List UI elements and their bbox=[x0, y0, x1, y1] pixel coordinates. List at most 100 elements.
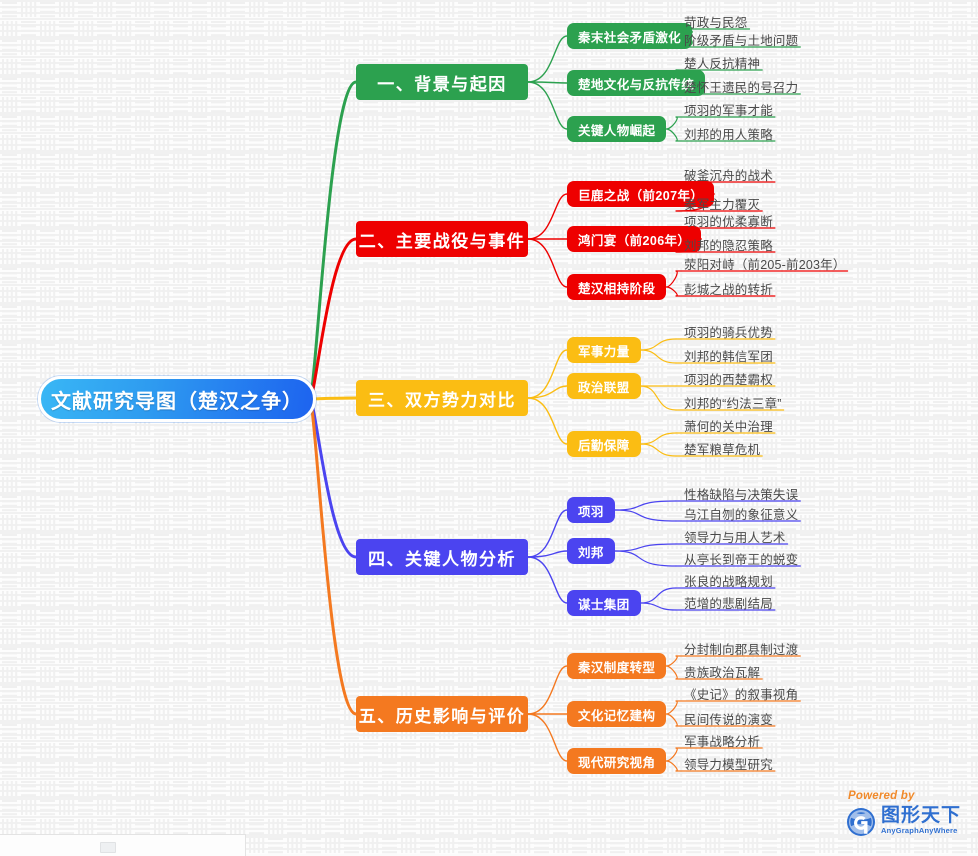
leaf-node-label: 楚怀王遗民的号召力 bbox=[684, 77, 798, 96]
leaf-node-3-1-2[interactable]: 刘邦的韩信军团 bbox=[684, 346, 773, 364]
leaf-node-4-2-2[interactable]: 从亭长到帝王的蜕变 bbox=[684, 549, 798, 567]
leaf-node-3-2-1[interactable]: 项羽的西楚霸权 bbox=[684, 369, 773, 387]
leaf-node-label: 萧何的关中治理 bbox=[684, 416, 773, 435]
root-node-label: 文献研究导图（楚汉之争） bbox=[51, 385, 303, 414]
leaf-node-4-2-1[interactable]: 领导力与用人艺术 bbox=[684, 527, 786, 545]
leaf-node-5-2-2[interactable]: 民间传说的演变 bbox=[684, 709, 773, 727]
leaf-node-5-1-2[interactable]: 贵族政治瓦解 bbox=[684, 662, 760, 680]
leaf-node-label: 楚军粮草危机 bbox=[684, 439, 760, 458]
leaf-node-1-1-1[interactable]: 苛政与民怨 bbox=[684, 12, 748, 30]
leaf-node-4-1-1[interactable]: 性格缺陷与决策失误 bbox=[684, 484, 798, 502]
subtopic-node-label: 谋士集团 bbox=[578, 594, 630, 613]
leaf-node-5-3-2[interactable]: 领导力模型研究 bbox=[684, 754, 773, 772]
leaf-node-label: 项羽的骑兵优势 bbox=[684, 322, 773, 341]
leaf-node-label: 破釜沉舟的战术 bbox=[684, 165, 773, 184]
leaf-node-label: 彭城之战的转折 bbox=[684, 279, 773, 298]
leaf-node-label: 贵族政治瓦解 bbox=[684, 662, 760, 681]
leaf-node-label: 项羽的西楚霸权 bbox=[684, 369, 773, 388]
leaf-node-3-3-1[interactable]: 萧何的关中治理 bbox=[684, 416, 773, 434]
subtopic-node-label: 刘邦 bbox=[578, 542, 604, 561]
leaf-node-1-3-1[interactable]: 项羽的军事才能 bbox=[684, 100, 773, 118]
subtopic-node-label: 楚地文化与反抗传统 bbox=[578, 74, 694, 93]
branch-node-label: 二、主要战役与事件 bbox=[359, 227, 526, 252]
leaf-node-1-3-2[interactable]: 刘邦的用人策略 bbox=[684, 124, 773, 142]
leaf-node-5-3-1[interactable]: 军事战略分析 bbox=[684, 731, 760, 749]
subtopic-node-3-3[interactable]: 后勤保障 bbox=[567, 431, 641, 457]
leaf-node-label: 乌江自刎的象征意义 bbox=[684, 504, 798, 523]
watermark-brand-en: AnyGraphAnyWhere bbox=[881, 826, 961, 835]
leaf-node-label: 张良的战略规划 bbox=[684, 571, 773, 590]
leaf-node-2-1-1[interactable]: 破釜沉舟的战术 bbox=[684, 165, 773, 183]
leaf-node-3-2-2[interactable]: 刘邦的“约法三章” bbox=[684, 393, 782, 411]
bottom-left-panel[interactable] bbox=[0, 834, 246, 856]
subtopic-node-label: 文化记忆建构 bbox=[578, 705, 655, 724]
subtopic-node-5-1[interactable]: 秦汉制度转型 bbox=[567, 653, 666, 679]
subtopic-node-3-1[interactable]: 军事力量 bbox=[567, 337, 641, 363]
subtopic-node-2-3[interactable]: 楚汉相持阶段 bbox=[567, 274, 666, 300]
leaf-node-5-2-1[interactable]: 《史记》的叙事视角 bbox=[684, 684, 798, 702]
bottom-left-panel-chip[interactable] bbox=[100, 842, 116, 853]
leaf-node-2-3-1[interactable]: 荥阳对峙（前205-前203年） bbox=[684, 254, 846, 272]
leaf-node-label: 范增的悲剧结局 bbox=[684, 593, 773, 612]
watermark-brand: 图形天下 AnyGraphAnyWhere bbox=[881, 805, 961, 835]
watermark: Powered by 图形天下 AnyGraphAnyWhere bbox=[845, 790, 971, 846]
subtopic-node-4-2[interactable]: 刘邦 bbox=[567, 538, 615, 564]
subtopic-node-label: 政治联盟 bbox=[578, 377, 630, 396]
subtopic-node-4-3[interactable]: 谋士集团 bbox=[567, 590, 641, 616]
leaf-node-1-1-2[interactable]: 阶级矛盾与土地问题 bbox=[684, 30, 798, 48]
leaf-node-2-3-2[interactable]: 彭城之战的转折 bbox=[684, 279, 773, 297]
branch-node-1[interactable]: 一、背景与起因 bbox=[356, 64, 528, 100]
leaf-node-label: 分封制向郡县制过渡 bbox=[684, 639, 798, 658]
leaf-node-label: 阶级矛盾与土地问题 bbox=[684, 30, 798, 49]
subtopic-node-label: 秦末社会矛盾激化 bbox=[578, 27, 681, 46]
leaf-node-label: 性格缺陷与决策失误 bbox=[684, 484, 798, 503]
leaf-node-4-1-2[interactable]: 乌江自刎的象征意义 bbox=[684, 504, 798, 522]
subtopic-node-label: 现代研究视角 bbox=[578, 752, 655, 771]
leaf-node-5-1-1[interactable]: 分封制向郡县制过渡 bbox=[684, 639, 798, 657]
leaf-node-label: 刘邦的隐忍策略 bbox=[684, 235, 773, 254]
leaf-node-2-1-2[interactable]: 秦军主力覆灭 bbox=[684, 194, 760, 212]
leaf-node-label: 从亭长到帝王的蜕变 bbox=[684, 549, 798, 568]
leaf-node-label: 《史记》的叙事视角 bbox=[684, 684, 798, 703]
subtopic-node-label: 关键人物崛起 bbox=[578, 120, 655, 139]
subtopic-node-1-1[interactable]: 秦末社会矛盾激化 bbox=[567, 23, 692, 49]
leaf-node-4-3-1[interactable]: 张良的战略规划 bbox=[684, 571, 773, 589]
subtopic-node-3-2[interactable]: 政治联盟 bbox=[567, 373, 641, 399]
leaf-node-label: 刘邦的韩信军团 bbox=[684, 346, 773, 365]
leaf-node-label: 军事战略分析 bbox=[684, 731, 760, 750]
leaf-node-label: 项羽的优柔寡断 bbox=[684, 211, 773, 230]
branch-node-label: 三、双方势力对比 bbox=[368, 386, 516, 411]
subtopic-node-1-3[interactable]: 关键人物崛起 bbox=[567, 116, 666, 142]
branch-node-label: 五、历史影响与评价 bbox=[359, 702, 526, 727]
leaf-node-1-2-2[interactable]: 楚怀王遗民的号召力 bbox=[684, 77, 798, 95]
subtopic-node-label: 项羽 bbox=[578, 501, 604, 520]
branch-node-2[interactable]: 二、主要战役与事件 bbox=[356, 221, 528, 257]
leaf-node-1-2-1[interactable]: 楚人反抗精神 bbox=[684, 53, 760, 71]
leaf-node-label: 项羽的军事才能 bbox=[684, 100, 773, 119]
leaf-node-label: 领导力与用人艺术 bbox=[684, 527, 786, 546]
branch-node-label: 四、关键人物分析 bbox=[368, 545, 516, 570]
subtopic-node-5-3[interactable]: 现代研究视角 bbox=[567, 748, 666, 774]
leaf-node-label: 楚人反抗精神 bbox=[684, 53, 760, 72]
watermark-brand-cn: 图形天下 bbox=[881, 805, 961, 826]
leaf-node-3-1-1[interactable]: 项羽的骑兵优势 bbox=[684, 322, 773, 340]
leaf-node-2-2-1[interactable]: 项羽的优柔寡断 bbox=[684, 211, 773, 229]
subtopic-node-5-2[interactable]: 文化记忆建构 bbox=[567, 701, 666, 727]
leaf-node-4-3-2[interactable]: 范增的悲剧结局 bbox=[684, 593, 773, 611]
leaf-node-label: 领导力模型研究 bbox=[684, 754, 773, 773]
branch-node-4[interactable]: 四、关键人物分析 bbox=[356, 539, 528, 575]
leaf-node-label: 荥阳对峙（前205-前203年） bbox=[684, 254, 846, 273]
subtopic-node-4-1[interactable]: 项羽 bbox=[567, 497, 615, 523]
leaf-node-label: 民间传说的演变 bbox=[684, 709, 773, 728]
leaf-node-2-2-2[interactable]: 刘邦的隐忍策略 bbox=[684, 235, 773, 253]
subtopic-node-label: 鸿门宴（前206年） bbox=[578, 230, 690, 249]
branch-node-3[interactable]: 三、双方势力对比 bbox=[356, 380, 528, 416]
root-node[interactable]: 文献研究导图（楚汉之争） bbox=[38, 376, 316, 422]
leaf-node-label: 苛政与民怨 bbox=[684, 12, 748, 31]
subtopic-node-2-2[interactable]: 鸿门宴（前206年） bbox=[567, 226, 701, 252]
leaf-node-3-3-2[interactable]: 楚军粮草危机 bbox=[684, 439, 760, 457]
branch-node-5[interactable]: 五、历史影响与评价 bbox=[356, 696, 528, 732]
subtopic-node-label: 后勤保障 bbox=[578, 435, 630, 454]
leaf-node-label: 刘邦的“约法三章” bbox=[684, 393, 782, 412]
